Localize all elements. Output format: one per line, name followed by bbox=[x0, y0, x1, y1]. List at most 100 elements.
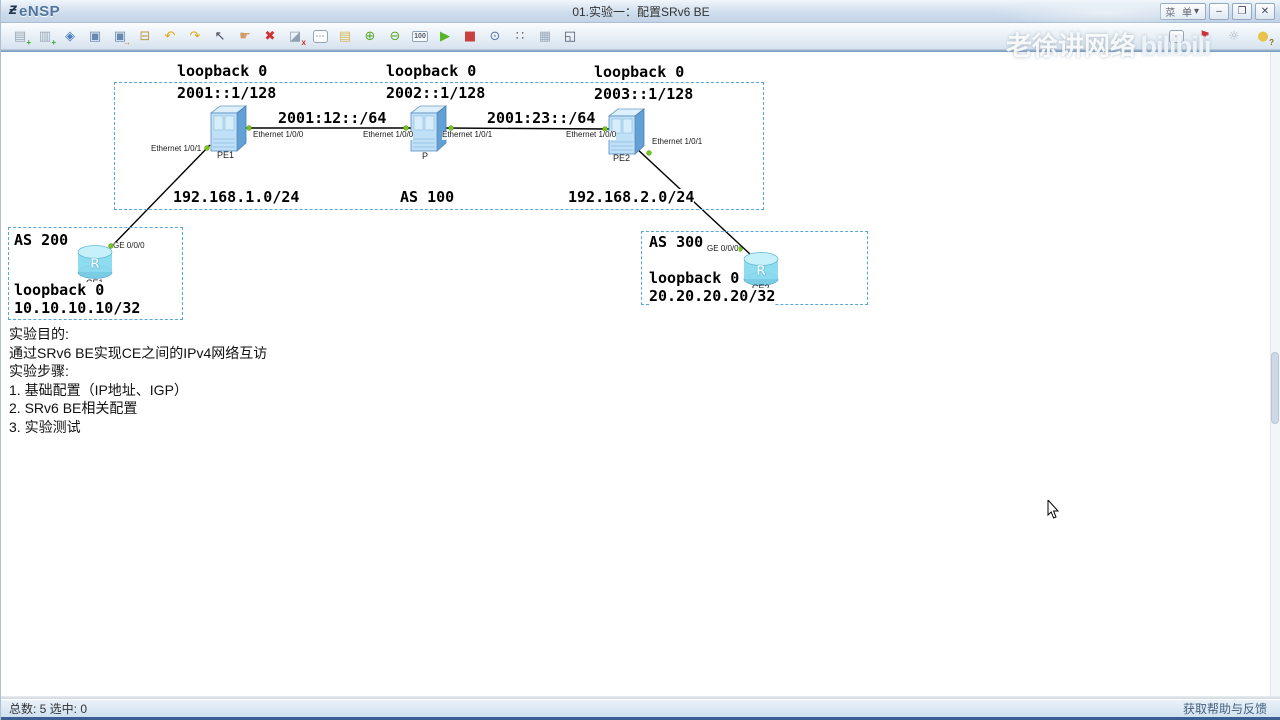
new-test-paper-icon-glyph: ▥ bbox=[38, 28, 52, 44]
device-CE1[interactable]: R bbox=[75, 243, 115, 284]
new-topology-icon[interactable]: ▤+ bbox=[10, 26, 31, 47]
device-label-P: P bbox=[422, 151, 429, 161]
undo-icon[interactable]: ↶ bbox=[160, 26, 180, 46]
topology-text-label: 10.10.10.10/32 bbox=[14, 299, 141, 317]
note-line: 通过SRv6 BE实现CE之间的IPv4网络互访 bbox=[9, 344, 268, 361]
save-as-icon[interactable]: ▣→ bbox=[110, 26, 131, 47]
minimize-button[interactable]: – bbox=[1209, 3, 1229, 20]
eraser-icon-glyph: ◪ bbox=[288, 28, 302, 44]
zoom-reset-icon[interactable]: 100 bbox=[410, 26, 430, 46]
console-icon-glyph: ◱ bbox=[563, 28, 577, 44]
title-bar: ƶ eNSP 01.实验一：配置SRv6 BE 菜 单▾ – ❐ ✕ bbox=[1, 0, 1280, 23]
redo-icon[interactable]: ↷ bbox=[185, 26, 205, 46]
device-P[interactable] bbox=[409, 105, 448, 158]
toolbar-right-group: ⋯ ⚑ ☼ ●? bbox=[1166, 26, 1274, 47]
feedback-chat-icon[interactable]: ⋯ bbox=[1166, 26, 1186, 46]
device-count-status: 总数: 5 选中: 0 bbox=[9, 702, 88, 716]
topology-text-label: AS 300 bbox=[649, 233, 704, 251]
interface-label: Ethernet 1/0/1 bbox=[151, 144, 202, 154]
note-line: 2. SRv6 BE相关配置 bbox=[9, 400, 138, 416]
start-device-icon[interactable]: ▶ bbox=[435, 26, 455, 46]
select-pointer-icon-glyph: ↖ bbox=[214, 28, 226, 44]
text-annotation-icon[interactable]: ⋯ bbox=[310, 26, 330, 46]
console-icon[interactable]: ◱ bbox=[560, 26, 580, 46]
topology-text-label: loopback 0 bbox=[14, 281, 105, 299]
zoom-reset-icon-label: 100 bbox=[412, 30, 428, 42]
text-annotation-icon-glyph: ⋯ bbox=[312, 29, 328, 43]
open-topology-icon[interactable]: ◈ bbox=[60, 26, 80, 46]
save-as-icon-badge: → bbox=[123, 38, 131, 47]
help-coin-icon[interactable]: ●? bbox=[1253, 26, 1274, 47]
ensp-logo-text: eNSP bbox=[19, 2, 61, 20]
router-icon bbox=[409, 105, 448, 152]
zoom-out-icon[interactable]: ⊖ bbox=[385, 26, 405, 46]
print-icon-glyph: ⊟ bbox=[139, 28, 151, 44]
interface-label: Ethernet 1/0/0 bbox=[253, 130, 304, 140]
topology-text-label: loopback 0 bbox=[177, 62, 268, 80]
topology-text-label: loopback 0 bbox=[649, 269, 740, 287]
topology-info-icon-glyph: ∷ bbox=[515, 28, 525, 44]
topology-text-label: AS 100 bbox=[400, 188, 455, 206]
menu-button[interactable]: 菜 单▾ bbox=[1160, 3, 1206, 20]
save-icon[interactable]: ▣ bbox=[85, 26, 105, 46]
note-line: 1. 基础配置（IP地址、IGP） bbox=[9, 381, 188, 398]
save-as-icon-glyph: ▣ bbox=[113, 28, 127, 44]
topology-text-label: 2001:12::/64 bbox=[278, 109, 387, 127]
grid-icon[interactable]: ▦ bbox=[535, 26, 555, 46]
lamp-icon-glyph: ☼ bbox=[1228, 28, 1240, 44]
stop-device-icon-glyph: ■ bbox=[463, 28, 477, 44]
zoom-in-icon-glyph: ⊕ bbox=[364, 28, 376, 44]
new-test-paper-icon-badge: + bbox=[51, 38, 56, 47]
start-device-icon-glyph: ▶ bbox=[440, 28, 450, 44]
device-label-PE1: PE1 bbox=[217, 150, 235, 160]
device-CE2[interactable]: R bbox=[741, 250, 781, 291]
topology-info-icon[interactable]: ∷ bbox=[510, 26, 530, 46]
new-test-paper-icon[interactable]: ▥+ bbox=[35, 26, 56, 47]
stop-device-icon[interactable]: ■ bbox=[460, 26, 480, 46]
scrollbar-thumb[interactable] bbox=[1271, 352, 1279, 424]
close-button[interactable]: ✕ bbox=[1255, 3, 1275, 20]
eraser-icon[interactable]: ◪x bbox=[285, 26, 306, 47]
print-icon[interactable]: ⊟ bbox=[135, 26, 155, 46]
menu-button-label: 菜 单 bbox=[1165, 8, 1194, 19]
device-PE1[interactable] bbox=[209, 105, 248, 158]
note-line: 3. 实验测试 bbox=[9, 418, 81, 435]
help-coin-icon-badge: ? bbox=[1269, 38, 1274, 47]
vertical-scrollbar[interactable] bbox=[1270, 52, 1280, 696]
save-icon-glyph: ▣ bbox=[88, 28, 102, 44]
topology-canvas[interactable]: PE1 P PE2 R CE1 R CE2loopback 02001::1/1… bbox=[1, 52, 1280, 696]
toolbar-divider bbox=[1, 50, 1280, 52]
pan-hand-icon[interactable]: ☛ bbox=[235, 26, 255, 46]
packet-capture-icon[interactable]: ⊙ bbox=[485, 26, 505, 46]
interface-label: GE 0/0/0 bbox=[113, 241, 145, 251]
help-feedback-link[interactable]: 获取帮助与反馈 bbox=[1178, 700, 1271, 717]
topology-text-label: 192.168.2.0/24 bbox=[568, 188, 695, 206]
as100-area bbox=[114, 82, 764, 210]
lamp-icon[interactable]: ☼ bbox=[1224, 26, 1244, 46]
help-coin-icon-glyph: ● bbox=[1257, 28, 1269, 44]
hot-news-icon-glyph: ⚑ bbox=[1199, 28, 1211, 44]
palette-icon[interactable]: ▤ bbox=[335, 26, 355, 46]
status-separator bbox=[1, 696, 1280, 699]
delete-icon[interactable]: ✖ bbox=[260, 26, 280, 46]
topology-text-label: 20.20.20.20/32 bbox=[649, 287, 776, 305]
interface-label: GE 0/0/0 bbox=[707, 244, 739, 254]
window-bottom-edge bbox=[1, 717, 1280, 720]
ensp-logo-icon: ƶ bbox=[9, 1, 17, 18]
topology-text-label: 192.168.1.0/24 bbox=[173, 188, 300, 206]
topology-text-label: loopback 0 bbox=[386, 62, 477, 80]
topology-links bbox=[108, 125, 752, 256]
eraser-icon-badge: x bbox=[301, 38, 306, 47]
as300-area bbox=[641, 231, 868, 305]
grid-icon-glyph: ▦ bbox=[538, 28, 552, 44]
open-topology-icon-glyph: ◈ bbox=[65, 28, 75, 44]
chevron-down-icon: ▾ bbox=[1193, 6, 1201, 17]
select-pointer-icon[interactable]: ↖ bbox=[210, 26, 230, 46]
zoom-out-icon-glyph: ⊖ bbox=[389, 28, 401, 44]
restore-button[interactable]: ❐ bbox=[1232, 3, 1252, 20]
undo-icon-glyph: ↶ bbox=[164, 28, 176, 44]
hot-news-icon[interactable]: ⚑ bbox=[1195, 26, 1215, 46]
zoom-in-icon[interactable]: ⊕ bbox=[360, 26, 380, 46]
redo-icon-glyph: ↷ bbox=[189, 28, 201, 44]
